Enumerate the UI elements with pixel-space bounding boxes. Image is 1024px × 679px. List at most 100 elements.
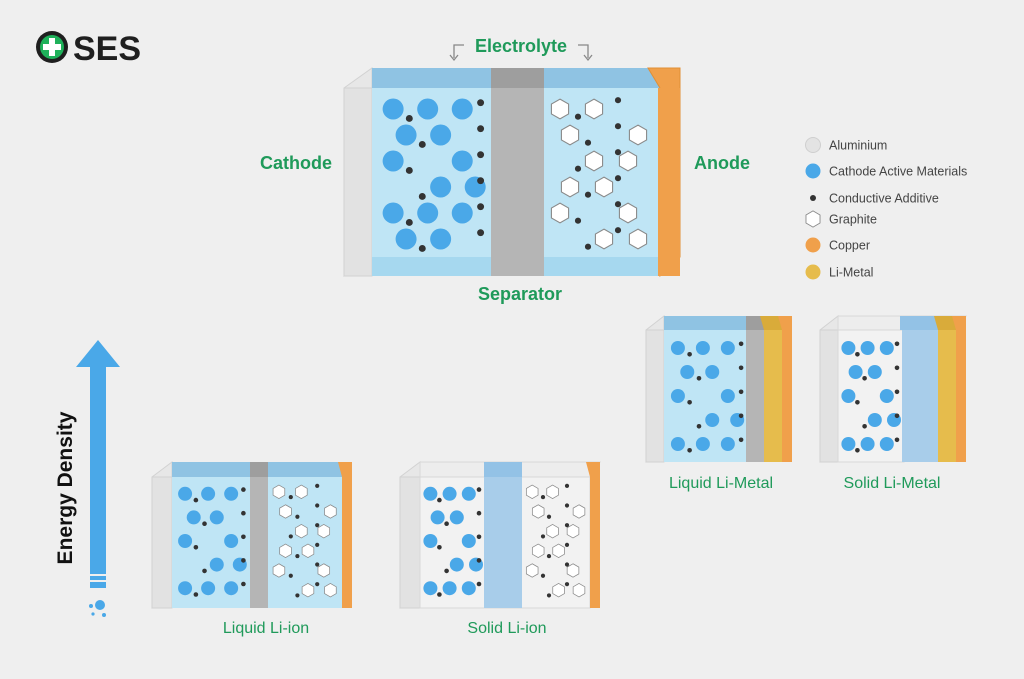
legend-item-label: Graphite [829,213,877,227]
cathode-particle [879,341,894,355]
graphite-particle-icon [560,176,580,198]
graphite-particle-icon [584,150,604,172]
conductive-particle [437,544,442,550]
conductive-particle [315,503,320,508]
cathode-particle [423,486,438,501]
graphite-particle-icon [550,98,570,120]
conductive-particle [584,139,592,146]
cathode-particle [461,486,476,501]
cathode-particle [224,486,239,501]
conductive-particle [241,487,246,492]
conductive-particle [540,534,546,539]
cell-label: Liquid Li-ion [223,620,309,637]
conductive-particle [862,423,867,429]
cathode-particle [451,98,473,120]
graphite-particle-icon [566,563,580,578]
conductive-particle [288,573,293,578]
conductive-particle [202,568,207,574]
graphite-particle-icon [566,524,580,539]
conductive-particle [418,140,426,148]
conductive-particle [241,558,246,563]
conductive-particle [738,389,744,395]
graphite-particle-icon [279,504,292,519]
graphite-particle-icon [295,524,308,539]
graphite-particle-icon [317,524,331,539]
energy-density-label: Energy Density [54,411,77,564]
conductive-particle [405,166,413,174]
conductive-particle [476,487,482,492]
conductive-particle [738,365,744,371]
conductive-particle [193,544,199,550]
conductive-particle [894,365,900,371]
conductive-particle [687,351,692,357]
cell-label: Liquid Li-Metal [669,475,773,492]
conductive-particle [418,244,426,252]
conductive-particle [295,553,300,559]
graphite-particle-icon [531,504,545,519]
cell-solid-li-ion: Solid Li-ion [399,461,601,637]
conductive-particle [540,573,546,578]
conductive-particle [315,483,320,488]
cathode-particle [224,534,239,548]
conductive-particle [894,413,900,419]
conductive-particle [315,523,320,528]
energy-density-axis: Energy Density [54,340,120,617]
cathode-particle [841,341,856,355]
cathode-particle [442,581,457,596]
conductive-particle [738,437,744,443]
conductive-particle [894,437,900,443]
graphite-particle-icon [317,563,331,578]
legend-item-label: Conductive Additive [829,192,939,206]
cathode-particle [451,150,473,172]
graphite-particle-icon [628,228,648,250]
electrolyte-arrow-right-icon [578,44,589,58]
conductive-particle [405,218,413,226]
conductive-particle [476,534,482,540]
copper-swatch-icon [805,237,821,253]
conductive-particle [193,497,199,503]
conductive-particle [202,521,207,527]
conductive-particle [574,113,582,120]
cell-label: Solid Li-ion [467,620,546,637]
conductive-particle [564,483,570,488]
cathode-particle [430,510,445,525]
cathode-particle [867,413,882,427]
conductive-particle [687,447,692,453]
graphite-particle-icon [301,583,315,598]
cathode-particle [461,581,476,596]
conductive-particle [564,523,570,528]
graphite-particle-icon [295,484,308,499]
conductive-particle [315,562,320,567]
conductive-particle [477,125,485,133]
conductive-particle [241,510,246,516]
cathode-particle [705,413,720,427]
conductive-particle [444,568,449,574]
graphite-particle-icon [560,124,580,146]
conductive-particle [738,341,744,347]
cathode-particle [879,437,894,451]
graphite-particle-icon [272,563,286,578]
solid-electrolyte [484,477,522,608]
electrolyte-label: Electrolyte [475,36,567,56]
conductive-particle [614,227,622,234]
conductive-particle [476,581,482,587]
cathode-particle [720,437,735,451]
conductive-particle [288,534,293,539]
cathode-particle [670,389,685,403]
conductive-particle [477,151,485,159]
graphite-particle-icon [272,484,286,499]
main-cell: Electrolyte Cathode Anode Separator [260,36,750,304]
cell-label: Solid Li-Metal [844,475,941,492]
cathode-particle [841,389,856,403]
graphite-particle-icon [552,583,565,598]
cathode-particle [695,341,710,355]
conductive-particle [477,177,485,185]
cathode-particle [705,365,720,379]
conductive-additive-swatch-icon [810,195,816,201]
cathode-label: Cathode [260,153,332,173]
cathode-particle [430,124,452,146]
cathode-particle [680,365,695,379]
separator-label: Separator [478,284,562,304]
cathode-material-swatch-icon [805,163,821,179]
